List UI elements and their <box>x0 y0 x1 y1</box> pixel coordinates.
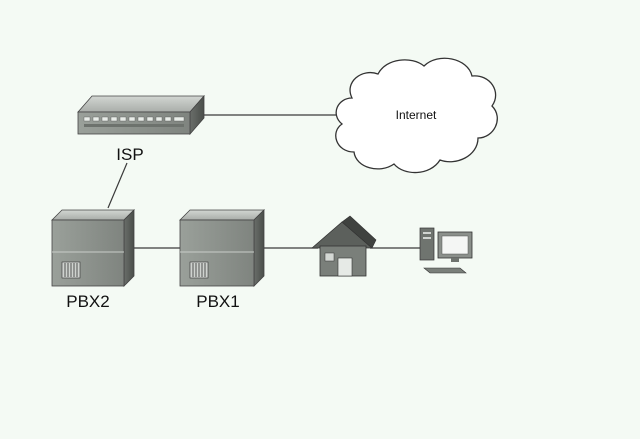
internet-cloud: Internet <box>335 57 498 174</box>
pbx2-server: PBX2 <box>51 209 135 311</box>
cloud-icon <box>335 57 498 174</box>
connections <box>107 114 420 249</box>
server-icon <box>51 209 135 287</box>
workstation <box>419 227 473 274</box>
internet-label: Internet <box>396 108 437 122</box>
house-icon <box>310 215 377 277</box>
pbx2-label: PBX2 <box>66 292 109 311</box>
isp-router: ISP <box>77 94 205 164</box>
router-icon <box>77 94 205 136</box>
isp-label: ISP <box>116 145 143 164</box>
server-icon <box>179 209 265 287</box>
house <box>310 215 377 277</box>
pbx1-server: PBX1 <box>179 209 265 311</box>
link-isp-pbx2 <box>107 162 128 209</box>
workstation-icon <box>419 227 473 274</box>
pbx1-label: PBX1 <box>196 292 239 311</box>
